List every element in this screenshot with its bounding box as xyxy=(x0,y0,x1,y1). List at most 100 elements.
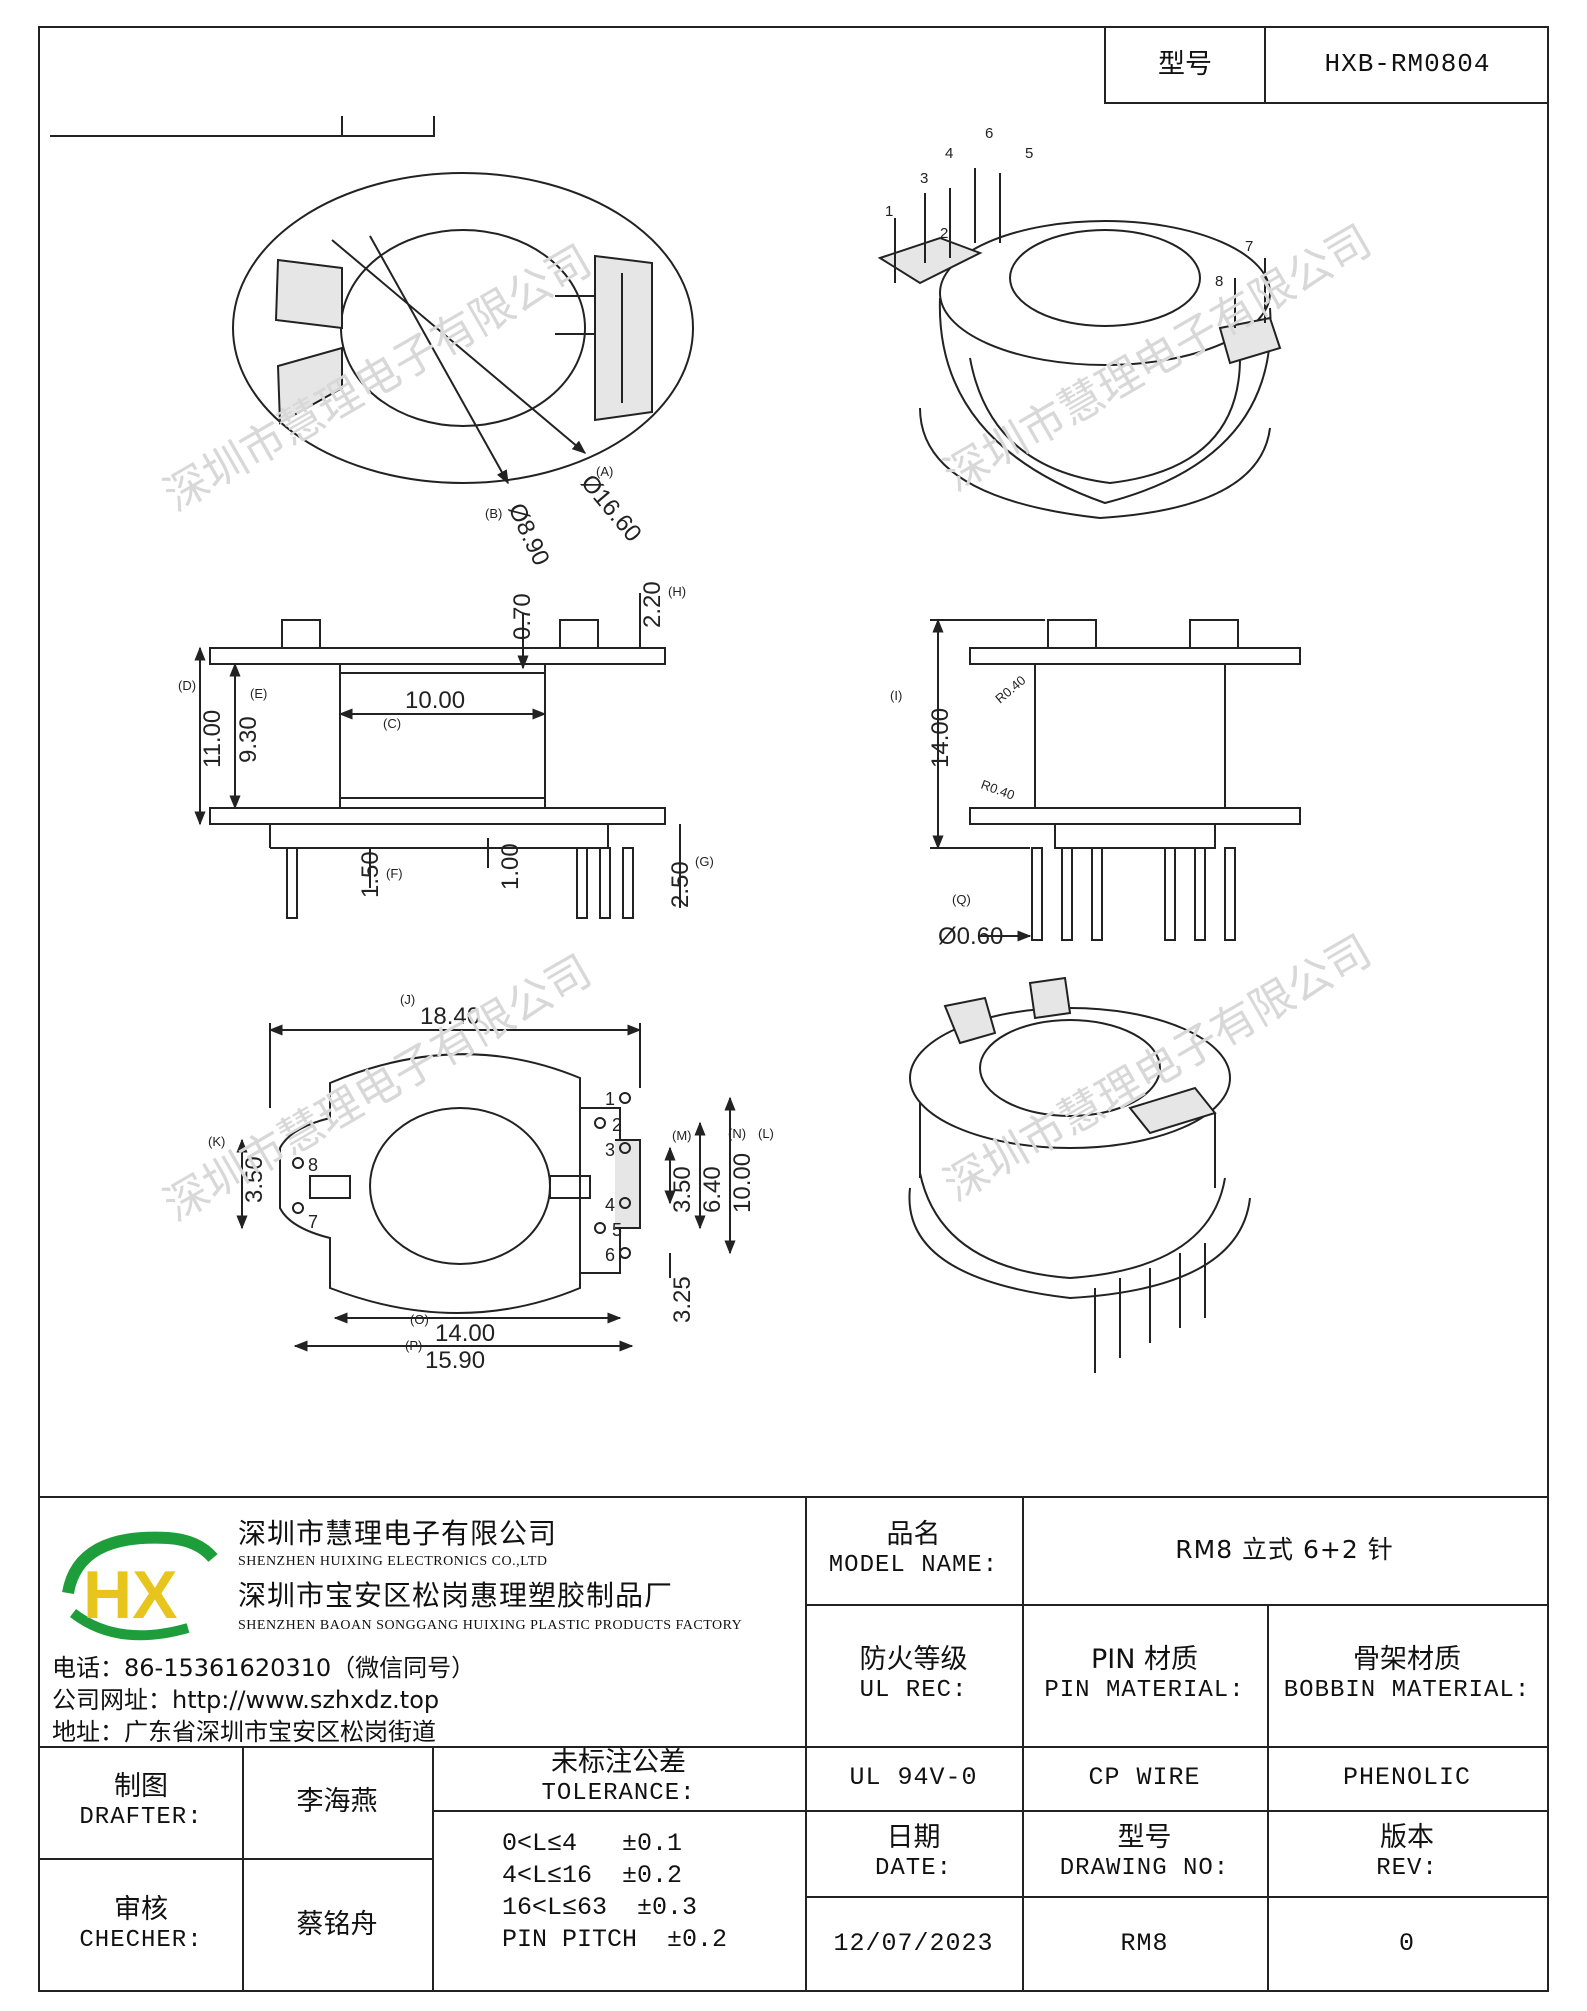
bottom-pin-7: 7 xyxy=(308,1212,318,1232)
dim-l-text: 10.00 xyxy=(729,1153,756,1213)
tolerance-list: 0<L≤4 ±0.1 4<L≤16 ±0.2 16<L≤63 ±0.3 PIN … xyxy=(502,1828,802,1956)
dim-q-tag: (Q) xyxy=(952,892,971,907)
date-label-cell: 日期 DATE: xyxy=(805,1810,1022,1896)
dim-b-tag: (B) xyxy=(485,506,502,521)
iso-pin-1: 1 xyxy=(885,203,893,220)
radius-bottom-text: R0.40 xyxy=(979,777,1017,803)
dim-d-text: 11.00 xyxy=(199,710,226,768)
dim-c-text: 10.00 xyxy=(405,687,465,714)
grid-v-1 xyxy=(1022,1496,1024,1992)
top-view xyxy=(232,172,694,485)
dim-d-tag: (D) xyxy=(178,678,196,693)
iso-pin-2: 2 xyxy=(940,225,948,242)
grid-v-5 xyxy=(432,1746,434,1992)
technical-drawing: Ø16.60 (A) Ø8.90 (B) 10.00 (C) 11.00 (D)… xyxy=(50,116,1301,1374)
checker-cn: 审核 xyxy=(114,1894,168,1926)
dim-flange-text: 1.00 xyxy=(497,843,524,890)
grid-v-4 xyxy=(242,1746,244,1992)
logo-text: HX xyxy=(83,1557,177,1633)
model-name-en: MODEL NAME: xyxy=(828,1551,999,1579)
tolerance-row: 16<L≤63 ±0.3 xyxy=(502,1893,698,1922)
dim-n-tag: (N) xyxy=(728,1126,746,1141)
pin-en: PIN MATERIAL: xyxy=(1044,1676,1245,1704)
iso-pin-7: 7 xyxy=(1245,238,1253,255)
side-view xyxy=(930,618,1301,942)
title-split-line xyxy=(805,1496,807,1992)
rev-en: REV: xyxy=(1376,1854,1438,1882)
dim-o-text: 14.00 xyxy=(435,1320,495,1347)
bottom-pin-3: 3 xyxy=(605,1140,615,1160)
checker-name-cell: 蔡铭舟 xyxy=(242,1858,432,1992)
bottom-pin-6: 6 xyxy=(605,1245,615,1265)
grid-h-6 xyxy=(432,1810,805,1812)
model-name-value-cell: RM8 立式 6+2 针 xyxy=(1022,1496,1547,1604)
bottom-pin-1: 1 xyxy=(605,1089,615,1109)
company-name-en: SHENZHEN HUIXING ELECTRONICS CO.,LTD xyxy=(238,1554,548,1569)
drawing-label-cell: 型号 DRAWING NO: xyxy=(1022,1810,1267,1896)
grid-v-3 xyxy=(1267,1810,1269,1992)
iso-pin-5: 5 xyxy=(1025,145,1033,162)
bobbin-value-cell: PHENOLIC xyxy=(1267,1746,1547,1810)
drafter-name: 李海燕 xyxy=(296,1785,378,1817)
pin-value-cell: CP WIRE xyxy=(1022,1746,1267,1810)
pin-value: CP WIRE xyxy=(1088,1763,1201,1792)
drawing-cn: 型号 xyxy=(1117,1822,1172,1854)
bottom-pin-4: 4 xyxy=(605,1195,615,1215)
dim-f-text: 1.50 xyxy=(357,851,384,898)
dim-g-text: 2.50 xyxy=(667,861,694,908)
company-website: 公司网址：http://www.szhxdz.top xyxy=(52,1686,440,1714)
dim-p-text: 15.90 xyxy=(425,1347,485,1374)
factory-name-en: SHENZHEN BAOAN SONGGANG HUIXING PLASTIC … xyxy=(238,1618,743,1633)
tolerance-row: 0<L≤4 ±0.1 xyxy=(502,1829,683,1858)
title-top-line xyxy=(40,1496,1547,1498)
iso-pin-6: 6 xyxy=(985,125,993,142)
company-logo: HX xyxy=(48,1518,228,1658)
model-label: 型号 xyxy=(1158,48,1212,80)
model-name-label-cell: 品名 MODEL NAME: xyxy=(805,1496,1022,1604)
company-address: 地址：广东省深圳市宝安区松岗街道 xyxy=(52,1718,436,1746)
date-value: 12/07/2023 xyxy=(833,1929,994,1958)
iso-view-top xyxy=(877,168,1282,520)
iso-pin-4: 4 xyxy=(945,145,953,162)
dim-h-text: 2.20 xyxy=(639,581,666,628)
company-phone: 电话：86-15361620310（微信同号） xyxy=(52,1654,476,1682)
date-en: DATE: xyxy=(874,1854,952,1882)
dim-j-tag: (J) xyxy=(400,992,415,1007)
ul-value: UL 94V-0 xyxy=(849,1763,978,1792)
dim-o-tag: (O) xyxy=(410,1312,429,1327)
model-value-cell: HXB-RM0804 xyxy=(1264,28,1549,104)
dim-f-tag: (F) xyxy=(386,866,403,881)
pin-label-cell: PIN 材质 PIN MATERIAL: xyxy=(1022,1604,1267,1746)
bobbin-label-cell: 骨架材质 BOBBIN MATERIAL: xyxy=(1267,1604,1547,1746)
tolerance-cn: 未标注公差 xyxy=(551,1747,686,1779)
tolerance-row: PIN PITCH ±0.2 xyxy=(502,1925,728,1954)
dim-n-text: 6.40 xyxy=(699,1166,726,1213)
iso-pin-3: 3 xyxy=(920,170,928,187)
drawing-en: DRAWING NO: xyxy=(1059,1854,1230,1882)
pin-cn: PIN 材质 xyxy=(1090,1644,1199,1676)
drawing-value-cell: RM8 xyxy=(1022,1896,1267,1992)
iso-pin-8: 8 xyxy=(1215,273,1223,290)
dim-k-tag: (K) xyxy=(208,1134,225,1149)
dim-m-tag: (M) xyxy=(672,1128,692,1143)
dim-i-text: 14.00 xyxy=(927,708,954,768)
front-view xyxy=(194,593,681,919)
drafter-label-cell: 制图 DRAFTER: xyxy=(40,1746,242,1858)
radius-top-text: R0.40 xyxy=(992,673,1028,707)
grid-v-2 xyxy=(1267,1604,1269,1840)
dim-b-text: Ø8.90 xyxy=(503,499,555,570)
dim-h-tag: (H) xyxy=(668,584,686,599)
dim-e-text: 9.30 xyxy=(235,716,262,763)
grid-h-4 xyxy=(805,1896,1547,1898)
dim-k-text: 3.50 xyxy=(241,1156,268,1203)
drawing-value: RM8 xyxy=(1120,1929,1169,1958)
dim-wall-text: 0.70 xyxy=(509,593,536,640)
dim-l-tag: (L) xyxy=(758,1126,774,1141)
dim-r-text: 3.25 xyxy=(669,1276,696,1323)
ul-cn: 防火等级 xyxy=(859,1644,968,1676)
rev-value-cell: 0 xyxy=(1267,1896,1547,1992)
rev-value: 0 xyxy=(1398,1929,1415,1958)
dim-c-tag: (C) xyxy=(383,716,401,731)
rev-label-cell: 版本 REV: xyxy=(1267,1810,1547,1896)
ul-label-cell: 防火等级 UL REC: xyxy=(805,1604,1022,1746)
